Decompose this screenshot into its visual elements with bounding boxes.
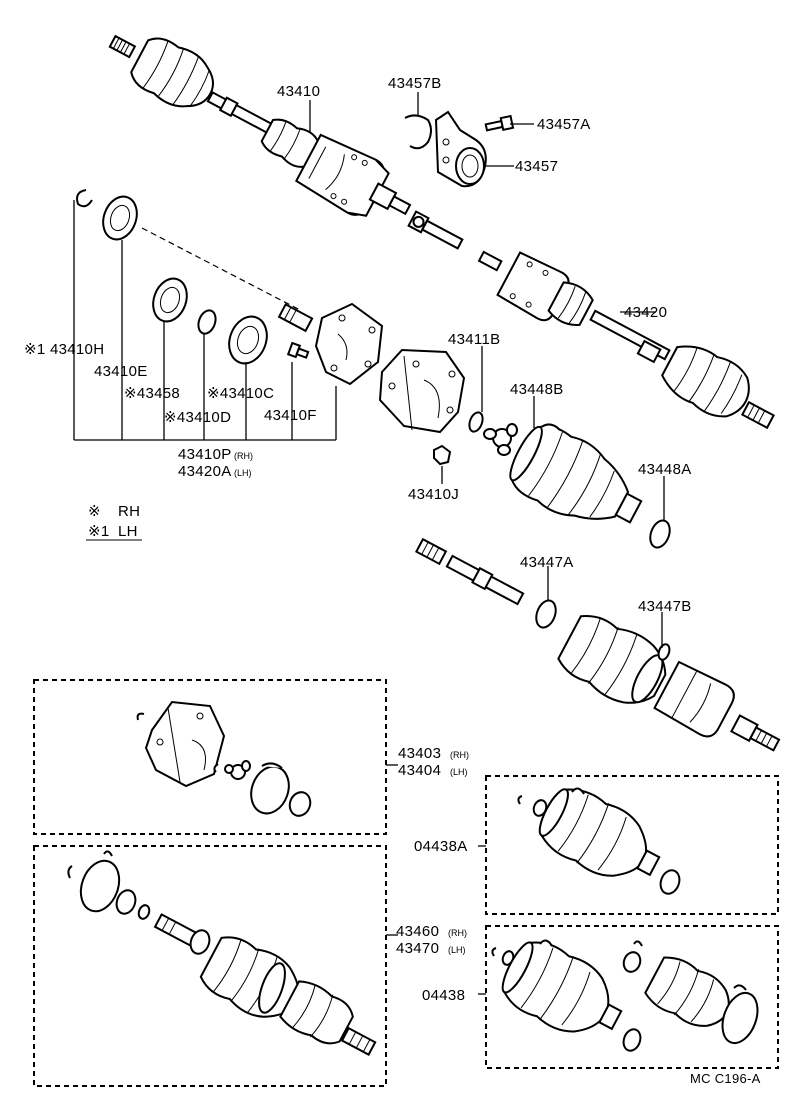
legend-lh-text: LH: [118, 523, 138, 540]
label-43404: 43404: [398, 762, 441, 779]
label-43457: 43457: [515, 158, 558, 175]
label-43410p: 43410P: [178, 446, 232, 463]
kit-43460-contents: [67, 850, 377, 1056]
label-43410h: ※1 43410H: [24, 341, 104, 358]
label-43410p-side: (RH): [234, 451, 253, 461]
lh-drive-shaft-assembly: [477, 250, 775, 430]
label-43448a: 43448A: [638, 461, 692, 478]
label-43470: 43470: [396, 940, 439, 957]
legend-rh-text: RH: [118, 503, 140, 520]
label-04438a: 04438A: [414, 838, 468, 855]
label-43457a: 43457A: [537, 116, 591, 133]
label-43411b: 43411B: [448, 331, 500, 348]
label-43457b: 43457B: [388, 75, 442, 92]
kit-04438A-contents: [517, 787, 681, 895]
boot-kit-43448: [509, 423, 671, 549]
lower-drive-shaft-assembly: [415, 537, 781, 752]
legend-rh-mark: ※: [88, 503, 101, 520]
label-04438: 04438: [422, 987, 465, 1004]
label-43410f: 43410F: [264, 407, 317, 424]
leader-lines: [73, 92, 665, 648]
label-43460: 43460: [396, 923, 439, 940]
upper-drive-shaft-assembly: [108, 34, 464, 250]
label-43404-side: (LH): [450, 767, 468, 777]
diagram-code: MC C196-A: [690, 1071, 761, 1086]
label-43447a: 43447A: [520, 554, 574, 571]
label-43403: 43403: [398, 745, 441, 762]
label-43410j: 43410J: [408, 486, 459, 503]
label-43448b: 43448B: [510, 381, 564, 398]
label-43410c: ※43410C: [207, 385, 274, 402]
label-43410e: 43410E: [94, 363, 148, 380]
label-43460-side: (RH): [448, 928, 467, 938]
label-43420a-side: (LH): [234, 468, 252, 478]
center-bearing-bracket: [404, 110, 515, 188]
legend-lh-mark: ※1: [88, 523, 110, 540]
label-43420: 43420: [624, 304, 667, 321]
label-43410: 43410: [277, 83, 320, 100]
label-43458: ※43458: [124, 385, 180, 402]
left-exploded-parts: [76, 189, 384, 386]
kit-43403-contents: [136, 700, 312, 817]
inboard-joint-housing: [378, 348, 518, 466]
kit-boxes: [33, 679, 779, 1087]
kit-04438-contents: [491, 939, 759, 1052]
label-43470-side: (LH): [448, 945, 466, 955]
label-43420a: 43420A: [178, 463, 232, 480]
label-43410d: ※43410D: [164, 409, 231, 426]
label-43447b: 43447B: [638, 598, 692, 615]
label-43403-side: (RH): [450, 750, 469, 760]
callout-labels: 43410 43457B 43457A 43457 43420 43411B ※…: [24, 75, 761, 1086]
